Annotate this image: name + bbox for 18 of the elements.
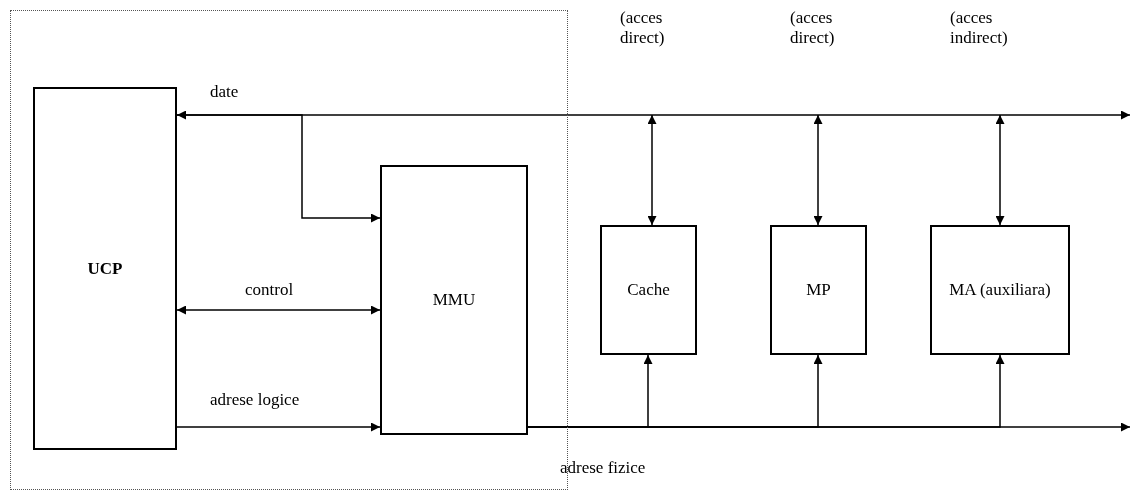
arrow	[176, 422, 381, 432]
access-note: (acces indirect)	[950, 8, 1009, 48]
mmu-box: MMU	[380, 165, 528, 435]
access-note: (acces direct)	[790, 8, 836, 48]
processor-box: UCP	[33, 87, 177, 450]
edge-label: adrese logice	[210, 390, 300, 410]
arrow	[995, 114, 1005, 226]
arrow	[176, 305, 381, 315]
edge-label: adrese fizice	[560, 458, 646, 478]
arrow	[176, 114, 381, 223]
edge-label: control	[245, 280, 294, 300]
arrow	[813, 114, 823, 226]
memory-box: MA (auxiliara)	[930, 225, 1070, 355]
memory-box: Cache	[600, 225, 697, 355]
arrow	[647, 114, 657, 226]
memory-box: MP	[770, 225, 867, 355]
access-note: (acces direct)	[620, 8, 666, 48]
edge-label: date	[210, 82, 239, 102]
